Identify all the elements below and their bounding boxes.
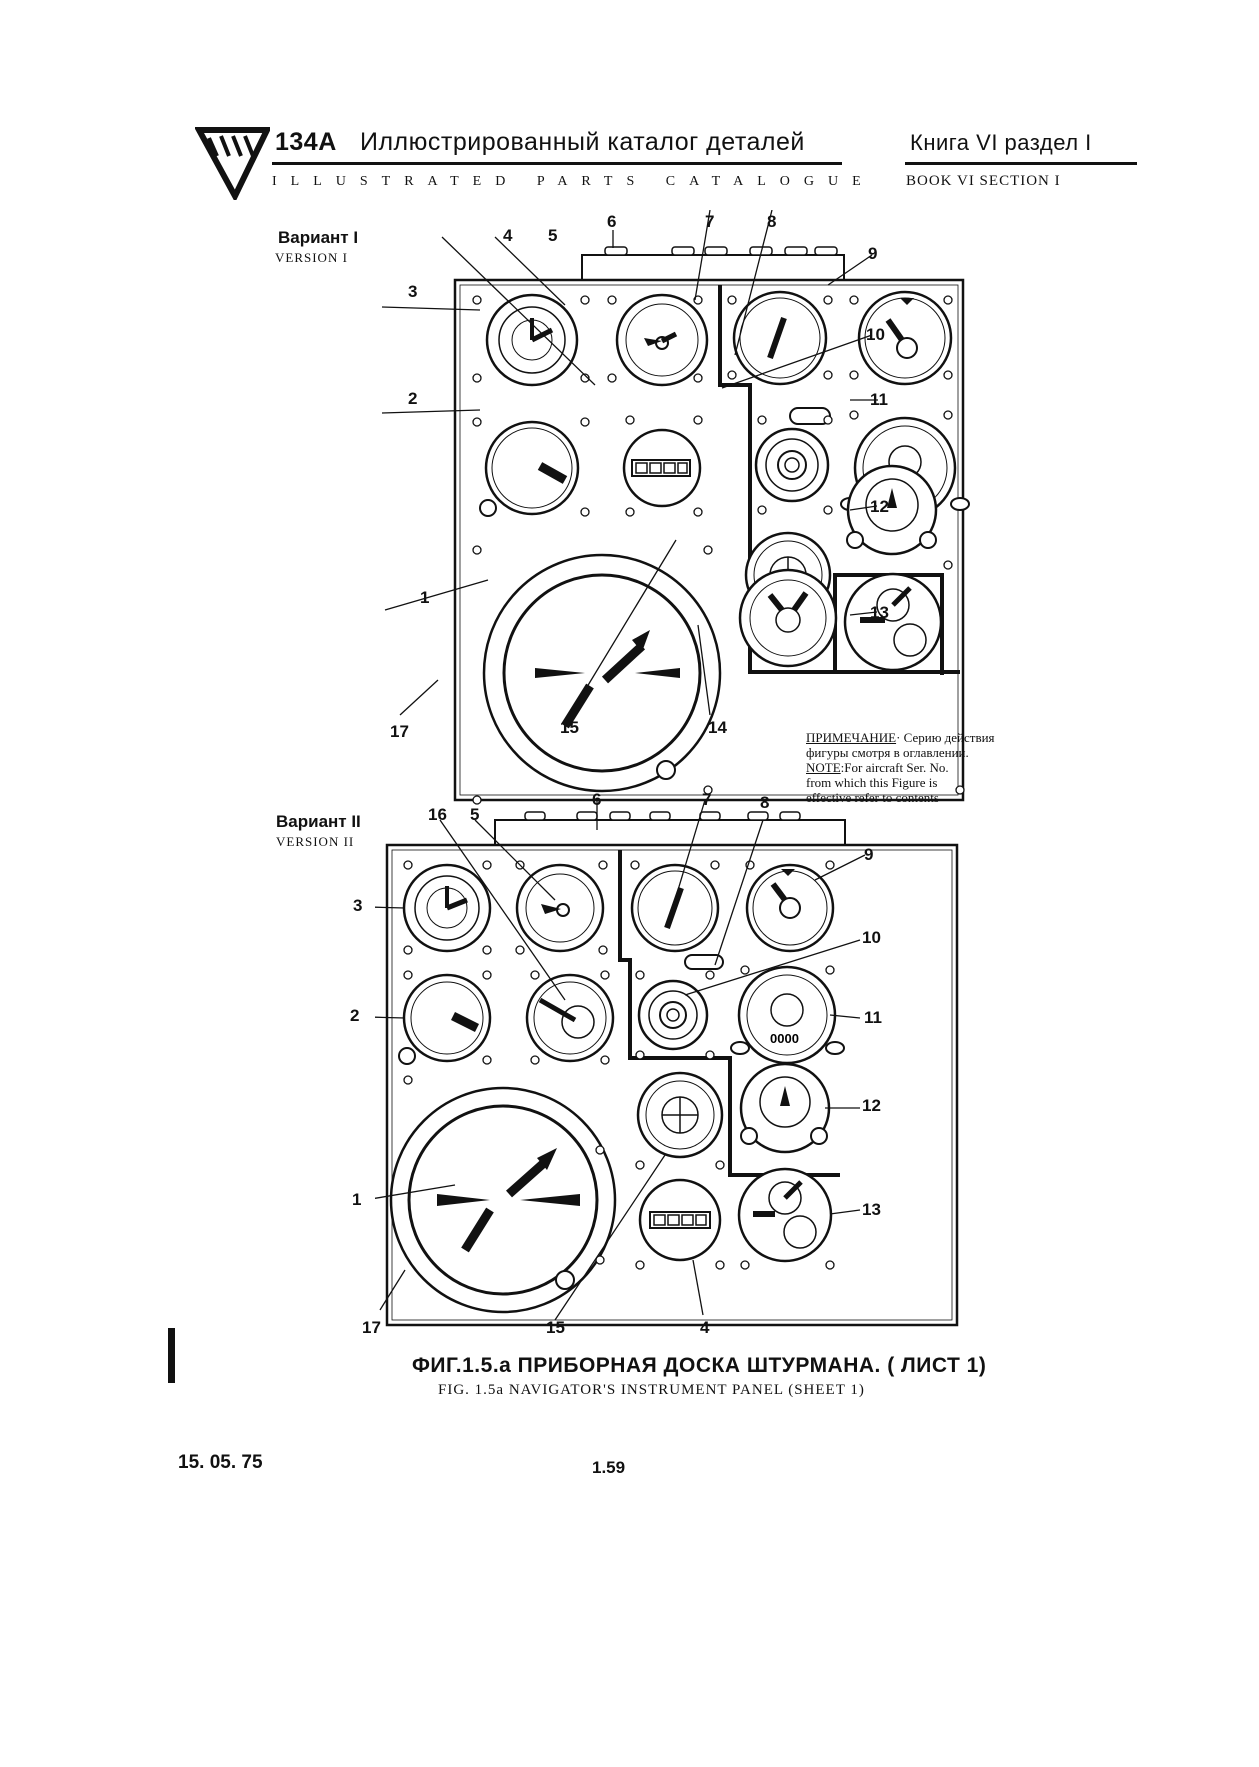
note-en-line2: from which this Figure is (806, 775, 938, 790)
callout-16: 16 (428, 805, 447, 824)
version2-label-ru: Вариант II (276, 812, 361, 831)
callout-12-v2: 12 (862, 1096, 881, 1115)
gauge-3-clock-v2 (402, 863, 492, 953)
instrument-panel-v1: 0000 (381, 210, 970, 805)
callout-10-v2: 10 (862, 928, 881, 947)
gauge-3-clock (485, 293, 579, 387)
counter-4 (622, 428, 702, 508)
callout-15-v2: 15 (546, 1318, 565, 1337)
catalogue-title-en: ILLUSTRATED PARTS CATALOGUE (272, 174, 875, 189)
instrument-panel-v2: 0000 (375, 798, 959, 1327)
callout-1-v2: 1 (352, 1190, 362, 1209)
panel-screws-v2 (403, 860, 835, 1270)
callout-5-v2: 5 (470, 805, 480, 824)
gauge-1-large (482, 553, 722, 793)
note-ru-label: ПРИМЕЧАНИЕ (806, 730, 897, 745)
callout-11: 11 (870, 390, 888, 409)
gauge-9 (857, 290, 953, 386)
header-rule (272, 162, 842, 165)
gauge-15-v2 (636, 1071, 724, 1159)
note-en-line1: :For aircraft Ser. No. (840, 760, 949, 775)
book-section-ru: Книга VI раздел I (910, 130, 1092, 155)
gauge-10 (754, 427, 830, 503)
catalogue-title-ru: Иллюстрированный каталог деталей (360, 128, 805, 156)
gauge-10-v2 (637, 979, 709, 1051)
gauge-13-v2 (737, 1167, 833, 1263)
callout-9: 9 (868, 244, 878, 263)
note-block: ПРИМЕЧАНИЕ· Серию действия фигуры смотря… (806, 730, 1031, 805)
gauge-11-v2: 0000 (730, 965, 845, 1065)
model-number: 134A (275, 128, 337, 156)
callout-13: 13 (870, 603, 889, 622)
leader-lines (381, 210, 878, 716)
callout-1: 1 (420, 588, 430, 607)
gauge-14 (738, 568, 838, 668)
callout-3-v2: 3 (353, 896, 363, 915)
page-number: 1.59 (592, 1458, 626, 1477)
gauge-12 (846, 464, 938, 556)
version1-label-ru: Вариант I (278, 228, 359, 247)
figure-caption-ru: ФИГ.1.5.а ПРИБОРНАЯ ДОСКА ШТУРМАНА. ( ЛИ… (412, 1354, 987, 1377)
callout-17: 17 (390, 722, 409, 741)
callout-7: 7 (705, 212, 715, 231)
gauge-9-v2 (745, 863, 835, 953)
counter-11-v2-display: 0000 (770, 1031, 799, 1046)
revision-bar (168, 1328, 175, 1383)
gauge-7-v2 (630, 863, 720, 953)
note-ru-line2: фигуры смотря в оглавлении. (806, 745, 969, 760)
callout-15: 15 (560, 718, 579, 737)
callout-5: 5 (548, 226, 558, 245)
version1-label-en: VERSION I (275, 250, 348, 265)
header-rule-right (905, 162, 1137, 165)
callout-9-v2: 9 (864, 845, 874, 864)
version2-label-en: VERSION II (276, 834, 355, 849)
callout-11-v2: 11 (864, 1008, 882, 1027)
callout-10: 10 (866, 325, 885, 344)
book-section-en: BOOK VI SECTION I (906, 173, 1061, 189)
lamp-8-v2 (684, 954, 724, 970)
gauge-1-large-v2 (389, 1086, 617, 1314)
callout-3: 3 (408, 282, 418, 301)
gauge-5-v2 (515, 863, 605, 953)
gauge-2 (479, 420, 580, 517)
note-en-label: NOTE (806, 760, 841, 775)
figure-caption-en: FIG. 1.5a NAVIGATOR'S INSTRUMENT PANEL (… (438, 1382, 865, 1398)
revision-date: 15. 05. 75 (178, 1452, 263, 1473)
callout-13-v2: 13 (862, 1200, 881, 1219)
leader-lines-v2 (375, 798, 866, 1321)
callout-4-v2: 4 (700, 1318, 710, 1337)
gauge-13 (843, 572, 943, 672)
callout-7-v2: 7 (702, 790, 712, 809)
callout-4: 4 (503, 226, 513, 245)
panel-screws (472, 295, 965, 805)
gauge-5 (615, 293, 709, 387)
callout-14: 14 (708, 718, 727, 737)
note-en-line3: effective refer to contents (806, 790, 939, 805)
callout-12: 12 (870, 497, 889, 516)
gauge-16 (525, 973, 615, 1063)
section-divider-v2 (618, 850, 840, 1177)
section-divider (718, 285, 944, 675)
callout-8: 8 (767, 212, 777, 231)
callout-2: 2 (408, 389, 418, 408)
callout-8-v2: 8 (760, 793, 770, 812)
callout-17-v2: 17 (362, 1318, 381, 1337)
manufacturer-logo (195, 127, 270, 200)
callout-2-v2: 2 (350, 1006, 360, 1025)
gauge-12-v2 (739, 1062, 831, 1154)
note-ru-line1: · Серию действия (896, 730, 995, 745)
callout-6: 6 (607, 212, 617, 231)
callout-6-v2: 6 (592, 790, 602, 809)
counter-4-v2 (638, 1178, 722, 1262)
